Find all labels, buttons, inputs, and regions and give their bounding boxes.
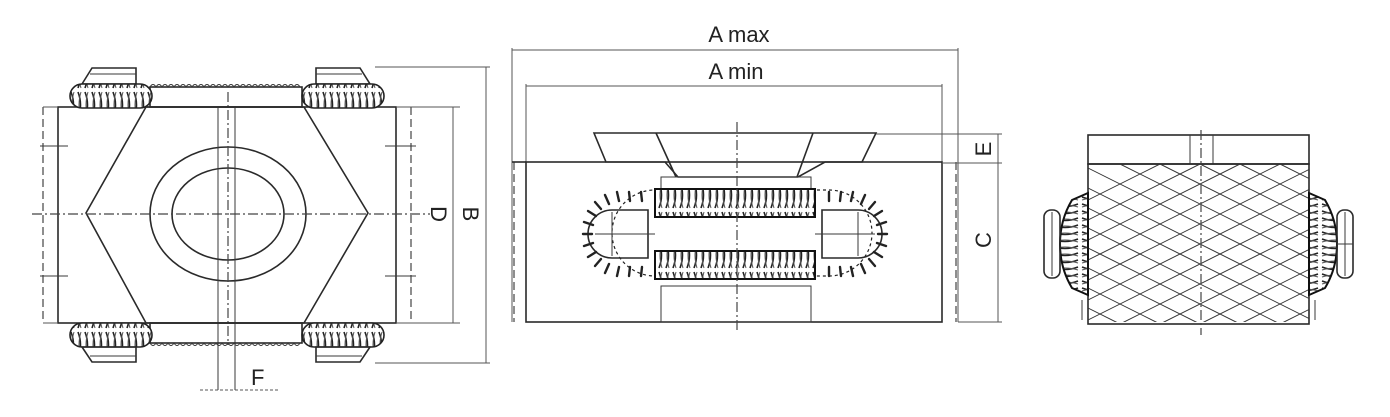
top-view: D B F [32,66,490,391]
coil-top-left [69,67,153,109]
label-b: B [458,207,483,222]
coil-bottom-left [69,322,153,363]
side-coil-left [1043,191,1089,320]
knurled-face [1087,163,1310,325]
top-view-body [57,106,397,324]
coil-bottom-right [301,322,385,363]
label-a-max: A max [708,22,769,47]
label-a-min: A min [708,59,763,84]
spring-assembly [581,188,889,280]
coil-top-right [301,67,385,109]
hex-nut-outline [85,106,369,324]
side-view [1043,130,1354,335]
knurl-hatch [1088,164,1309,322]
label-c: C [971,232,996,248]
side-coil-right [1308,191,1354,320]
label-d: D [426,206,451,222]
label-e: E [971,142,996,157]
front-view: A max A min [511,22,1002,332]
label-f: F [251,365,264,390]
